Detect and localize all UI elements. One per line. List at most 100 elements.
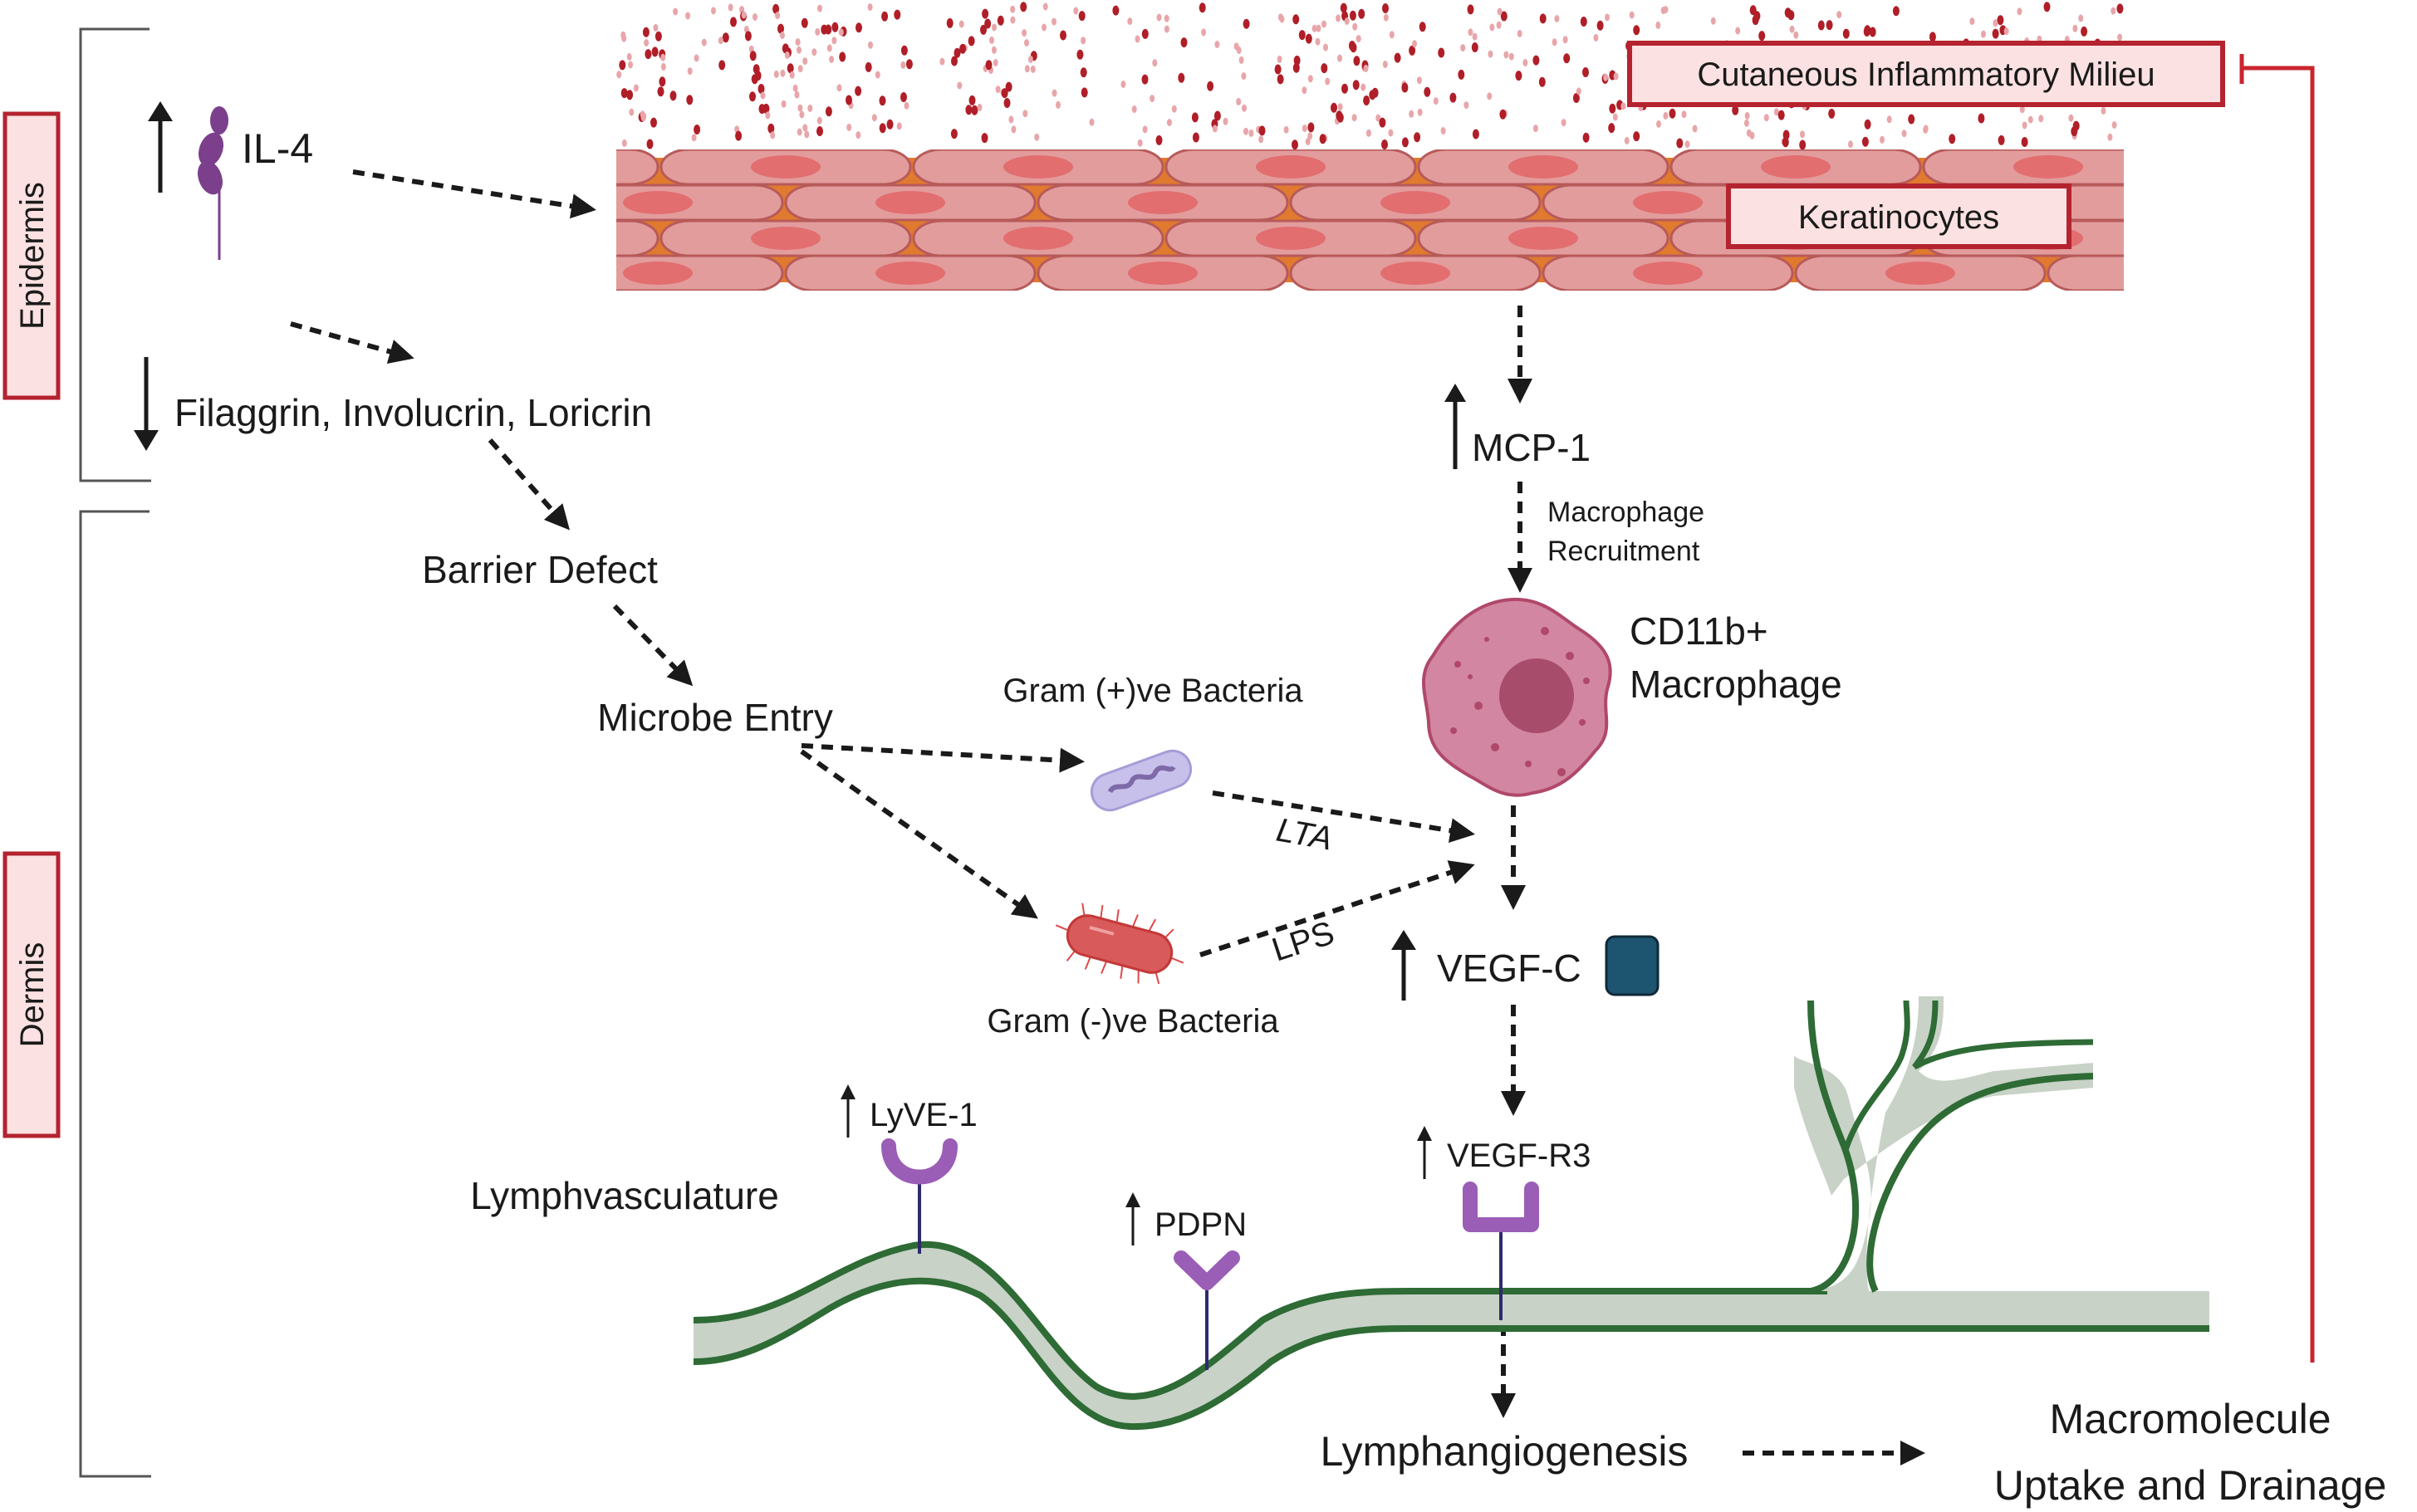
milieu-dot [1487, 92, 1493, 100]
milieu-dot [1315, 37, 1321, 46]
milieu-dot [959, 43, 967, 54]
milieu-dot [1305, 33, 1312, 44]
milieu-dot [991, 46, 997, 54]
arrow-entry-to-gram-positive [801, 743, 1085, 773]
milieu-dot [1676, 138, 1684, 149]
gram-negative-bacterium-icon [1055, 903, 1184, 985]
milieu-dot [1842, 28, 1850, 39]
milieu-dot [1201, 28, 1207, 37]
milieu-dot [2043, 2, 2051, 12]
dermis-label: Dermis [14, 942, 51, 1048]
milieu-dot [1656, 120, 1661, 128]
milieu-dot [968, 95, 976, 105]
keratinocyte-cell [659, 149, 912, 186]
milieu-dot [1992, 28, 1999, 39]
milieu-dot [1710, 17, 1716, 25]
milieu-dot [1298, 30, 1306, 41]
milieu-dot [1848, 140, 1853, 149]
milieu-dot [1243, 127, 1248, 135]
milieu-dot [1307, 122, 1315, 133]
milieu-dot [868, 41, 873, 49]
milieu-dot [795, 38, 801, 46]
milieu-dot [1412, 40, 1417, 48]
milieu-dot [1381, 139, 1388, 149]
il4-up-arrow [148, 101, 173, 193]
keratinocyte-layer [616, 149, 2124, 291]
arrow-barrier-proteins-to-defect [488, 438, 570, 531]
milieu-dot [846, 123, 852, 131]
milieu-dot [1277, 55, 1282, 63]
milieu-dot [804, 130, 810, 139]
milieu-dot [894, 9, 901, 20]
milieu-dot [1433, 97, 1439, 105]
milieu-dot [879, 123, 886, 134]
milieu-dot [1336, 14, 1341, 22]
keratinocyte-cell [616, 183, 784, 222]
keratinocyte-cell [912, 149, 1164, 186]
milieu-dot [1467, 4, 1474, 15]
milieu-dot [2078, 14, 2084, 22]
milieu-dot [1826, 20, 1833, 31]
keratinocyte-cell [2047, 183, 2124, 222]
milieu-dot [1020, 2, 1027, 12]
milieu-dot [1056, 100, 1061, 109]
milieu-dot [2022, 121, 2027, 130]
milieu-dot [2068, 114, 2074, 122]
milieu-dot [831, 37, 837, 45]
macrophage-label-1: CD11b+ [1630, 609, 1768, 653]
milieu-dot [855, 86, 862, 96]
outcome-label-2: Uptake and Drainage [1994, 1462, 2387, 1509]
keratinocyte-cell [1289, 254, 1542, 291]
milieu-dot [1052, 17, 1057, 26]
milieu-dot [1463, 101, 1469, 110]
milieu-dot [1522, 59, 1528, 66]
milieu-dot [1773, 108, 1779, 116]
milieu-dot [799, 110, 805, 119]
milieu-dot [1152, 59, 1158, 67]
milieu-dot [1880, 135, 1885, 144]
milieu-dot [651, 46, 659, 57]
milieu-dot [797, 65, 803, 73]
milieu-dot [1471, 42, 1478, 52]
keratinocyte-cell [2047, 254, 2124, 291]
milieu-dot [711, 7, 716, 15]
milieu-dot [875, 71, 880, 79]
milieu-dot [1349, 10, 1356, 21]
milieu-dot [797, 104, 803, 112]
milieu-dot [1383, 13, 1389, 22]
milieu-dot [1003, 98, 1011, 108]
milieu-dot [826, 44, 832, 52]
milieu-dot [1336, 110, 1343, 121]
keratinocyte-cell [1037, 183, 1289, 222]
milieu-dot [1552, 38, 1557, 46]
arrow-lps [1199, 860, 1475, 957]
milieu-dot [1472, 129, 1479, 139]
milieu-dot [694, 54, 699, 62]
milieu-dot [686, 95, 694, 105]
milieu-dot [1164, 14, 1169, 22]
milieu-dot [1283, 125, 1289, 134]
milieu-dot [1214, 41, 1220, 48]
milieu-dot [1554, 15, 1560, 22]
milieu-dot [2027, 115, 2033, 124]
milieu-dot [1052, 89, 1057, 97]
milieu-dot [1908, 114, 1915, 125]
milieu-dot [846, 95, 852, 105]
milieu-dot [982, 8, 989, 19]
milieu-dot [781, 100, 787, 108]
milieu-dot [856, 22, 862, 33]
milieu-dot [1593, 34, 1599, 42]
milieu-dot [640, 114, 646, 122]
milieu-dot [865, 61, 872, 72]
milieu-dot [1337, 103, 1343, 111]
milieu-dot [777, 23, 784, 34]
lps-label: LPS [1267, 914, 1339, 968]
milieu-dot [1489, 23, 1495, 32]
milieu-dot [1993, 19, 1998, 27]
vegfr3-receptor-icon [1463, 1182, 1539, 1320]
milieu-dot [653, 23, 659, 32]
milieu-dot [1629, 11, 1635, 19]
milieu-dot [669, 91, 677, 101]
milieu-dot [1681, 110, 1687, 119]
dermis-label-box: Dermis [2, 851, 61, 1138]
